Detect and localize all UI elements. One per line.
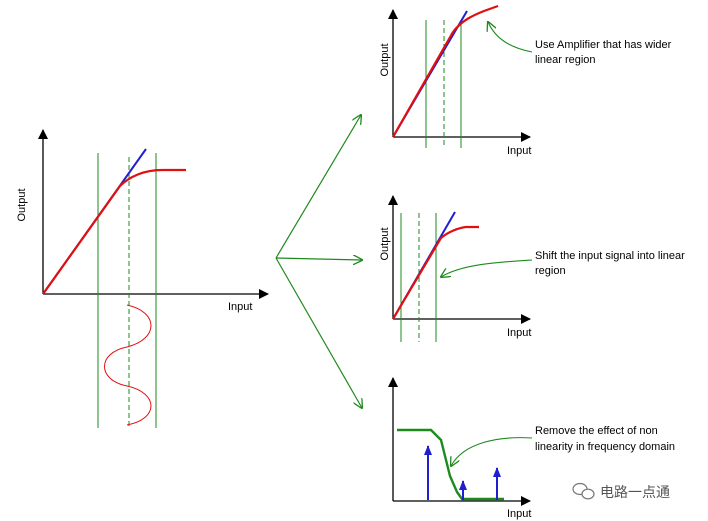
main-xlabel: Input: [228, 301, 252, 313]
middle-amplifier-response: [392, 225, 479, 320]
middle-ylabel: Output: [379, 227, 391, 260]
main-amplifier-response: [42, 168, 186, 295]
top-amplifier-response: [392, 4, 499, 138]
middle-note-line2: region: [535, 265, 566, 277]
wechat-icon: [572, 482, 595, 500]
top-note-line1: Use Amplifier that has wider: [535, 39, 672, 51]
middle-note-line1: Shift the input signal into linear: [535, 250, 685, 262]
top-callout-arrow: [488, 22, 533, 53]
middle-panel: Output Input Shift the input signal into…: [379, 195, 685, 342]
bottom-note-line1: Remove the effect of non: [535, 425, 658, 437]
main-ylabel: Output: [16, 188, 28, 221]
bottom-panel: Input Remove the effect of non linearity…: [388, 377, 675, 520]
top-panel: Output Input Use Amplifier that has wide…: [379, 4, 672, 157]
middle-callout-arrow: [441, 259, 533, 277]
top-xlabel: Input: [507, 145, 531, 157]
arrow-to-top-panel: [275, 115, 361, 259]
bottom-callout-arrow: [451, 437, 533, 466]
top-ylabel: Output: [379, 43, 391, 76]
top-note-line2: linear region: [535, 54, 596, 66]
watermark: 电路一点通: [572, 482, 670, 501]
middle-xlabel: Input: [507, 327, 531, 339]
branch-arrows: [275, 115, 362, 408]
bottom-xlabel: Input: [507, 508, 531, 520]
main-input-sine: [104, 304, 152, 426]
bottom-filter-response: [397, 428, 504, 501]
arrow-to-middle-panel: [275, 258, 362, 260]
arrow-to-bottom-panel: [275, 257, 362, 408]
main-plot: Output Input: [16, 129, 269, 428]
watermark-text: 电路一点通: [600, 485, 670, 501]
bottom-note-line2: linearity in frequency domain: [535, 441, 675, 453]
